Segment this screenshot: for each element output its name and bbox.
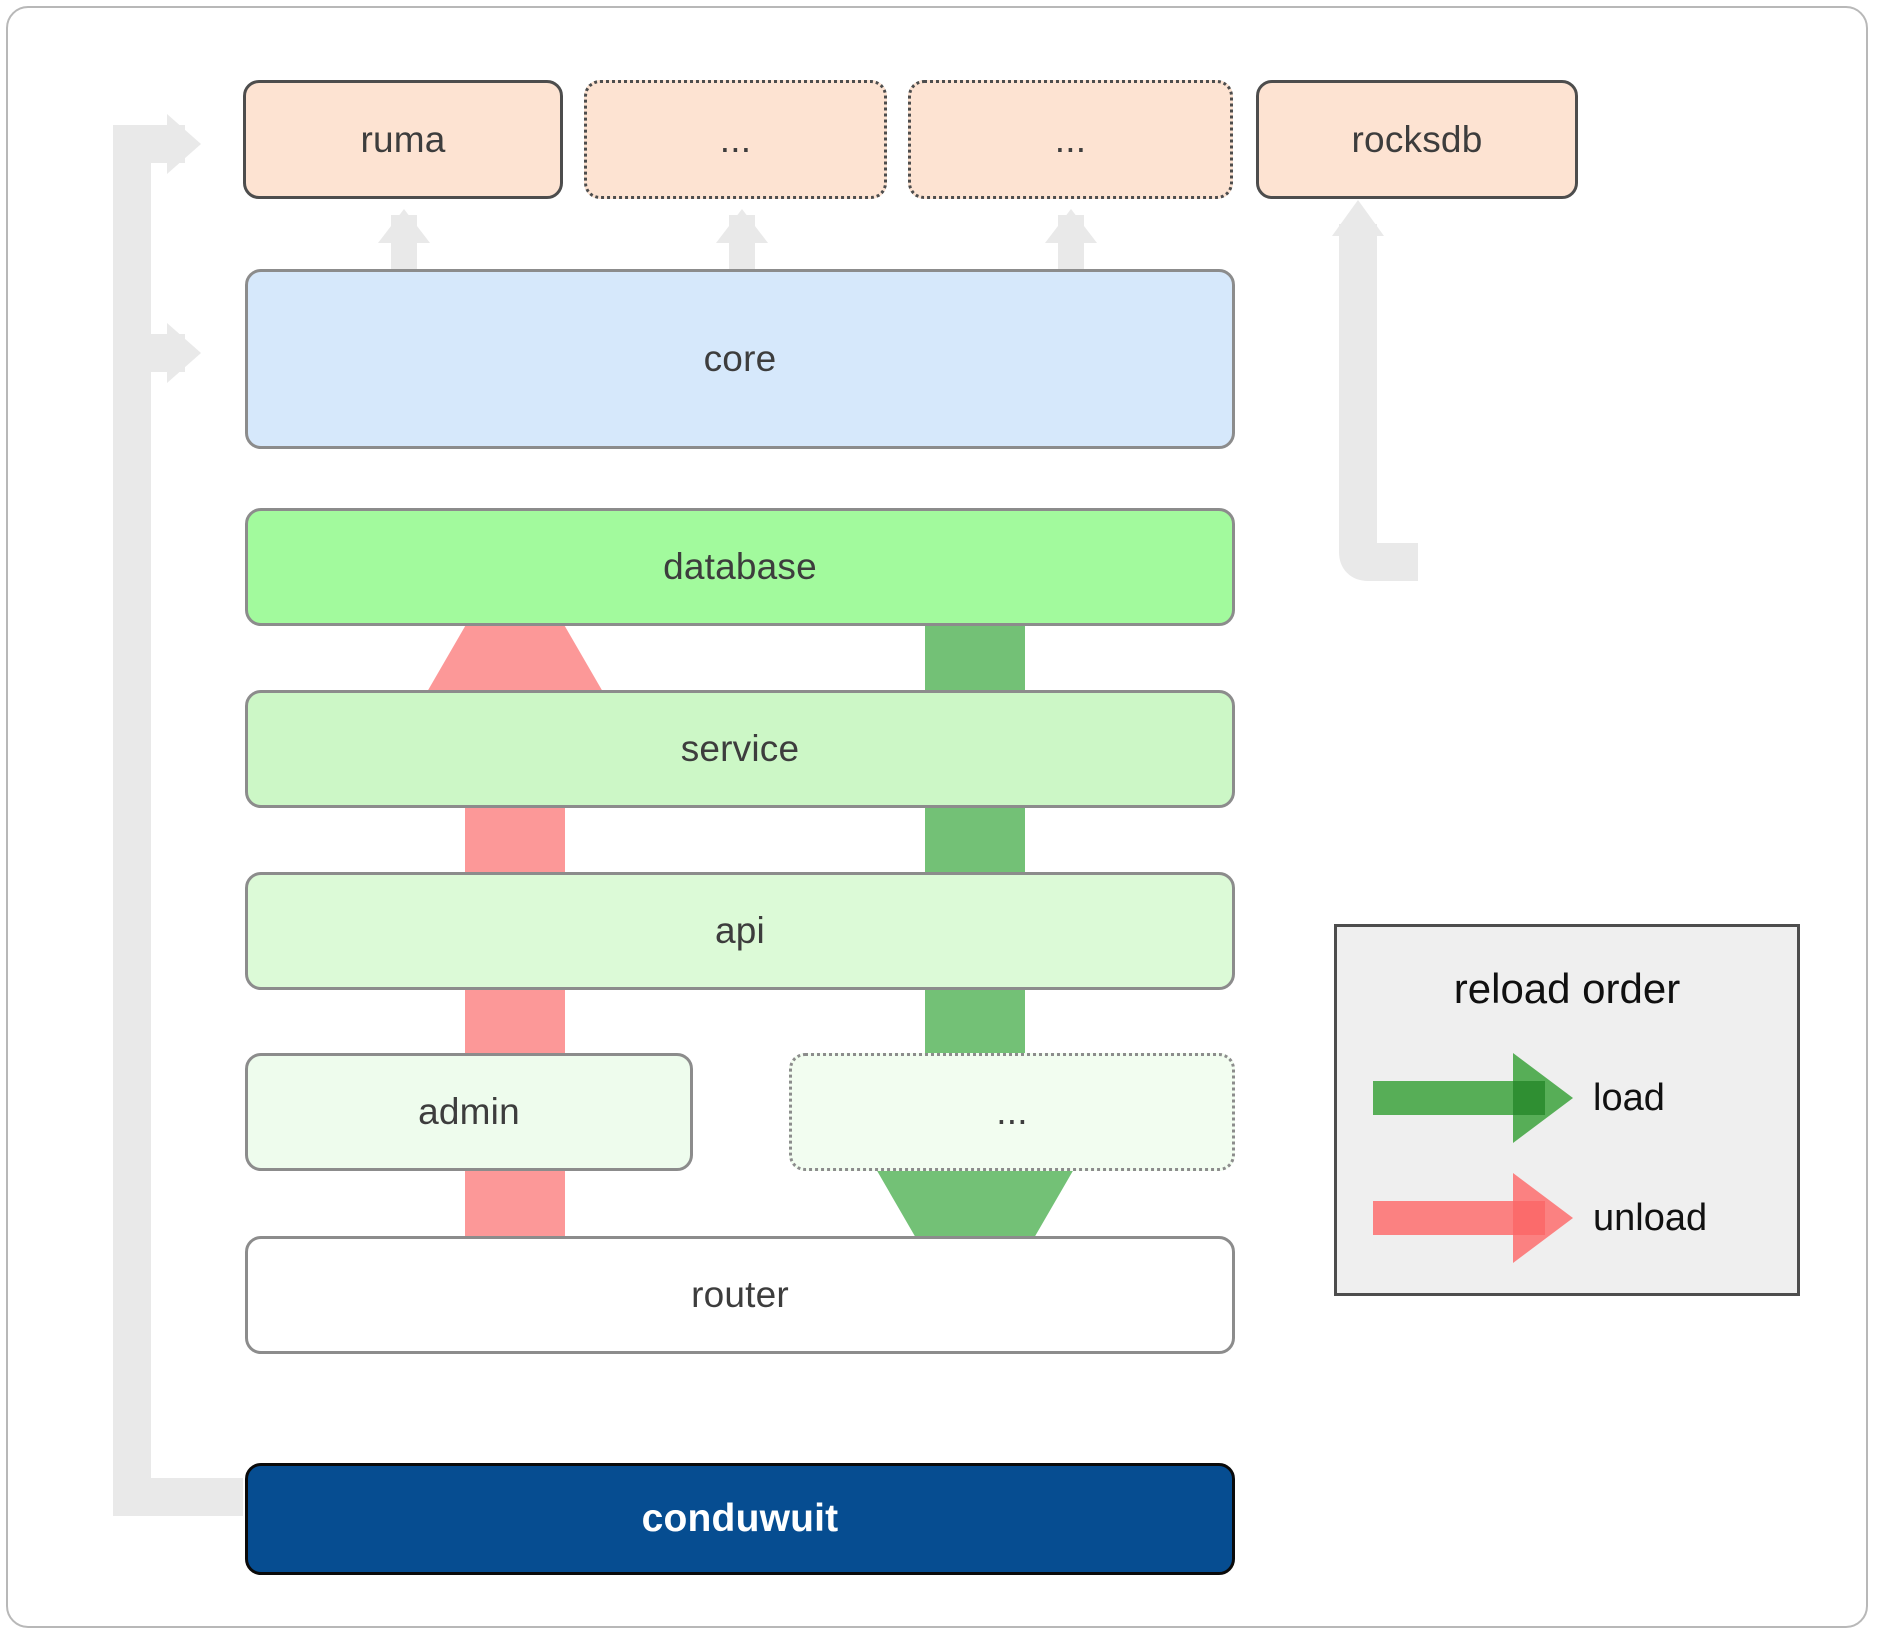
connector-arrowhead-core-dep2 (716, 209, 768, 243)
layer-label: router (691, 1274, 789, 1315)
dependency-label: ruma (360, 118, 446, 160)
layer-label: ... (996, 1091, 1028, 1132)
legend-row-unload: unload (1373, 1173, 1773, 1263)
layer-box-router[interactable]: router (245, 1236, 1235, 1354)
legend-title: reload order (1453, 965, 1681, 1012)
load-legend-icon (1373, 1053, 1573, 1143)
unload-legend-icon (1373, 1173, 1573, 1263)
dependency-box-rocksdb[interactable]: rocksdb (1256, 80, 1578, 199)
layer-box-database[interactable]: database (245, 508, 1235, 626)
layer-label: api (715, 910, 765, 951)
connector-arrowhead-core-ruma (378, 209, 430, 243)
dependency-box-placeholder-1[interactable]: ... (584, 80, 887, 199)
conduwuit-box[interactable]: conduwuit (245, 1463, 1235, 1575)
conduwuit-label: conduwuit (641, 1497, 839, 1540)
connector-trunk-to-conduwuit (113, 1478, 243, 1516)
layer-label: service (680, 728, 800, 769)
layer-box-api[interactable]: api (245, 872, 1235, 990)
dependency-box-placeholder-2[interactable]: ... (908, 80, 1233, 199)
connector-arrowhead-ruma (167, 114, 201, 174)
dependency-label: rocksdb (1351, 118, 1483, 160)
legend-row-load: load (1373, 1053, 1773, 1143)
dependency-label: ... (1054, 118, 1087, 160)
legend-label-unload: unload (1593, 1196, 1708, 1239)
layer-box-admin[interactable]: admin (245, 1053, 693, 1171)
layer-label: admin (418, 1091, 520, 1132)
layer-box-placeholder[interactable]: ... (789, 1053, 1235, 1171)
layer-label: database (663, 546, 817, 587)
layer-box-service[interactable]: service (245, 690, 1235, 808)
legend-label-load: load (1593, 1076, 1665, 1119)
core-label: core (703, 338, 777, 379)
connector-database-to-rocksdb (1332, 200, 1418, 581)
connector-arrowhead-core-dep3 (1045, 209, 1097, 243)
dependency-box-ruma[interactable]: ruma (243, 80, 563, 199)
connector-arrowhead-core (167, 323, 201, 383)
diagram-frame (6, 6, 1868, 1628)
legend-panel: reload order load unload (1334, 924, 1800, 1296)
dependency-label: ... (719, 118, 752, 160)
core-box[interactable]: core (245, 269, 1235, 449)
